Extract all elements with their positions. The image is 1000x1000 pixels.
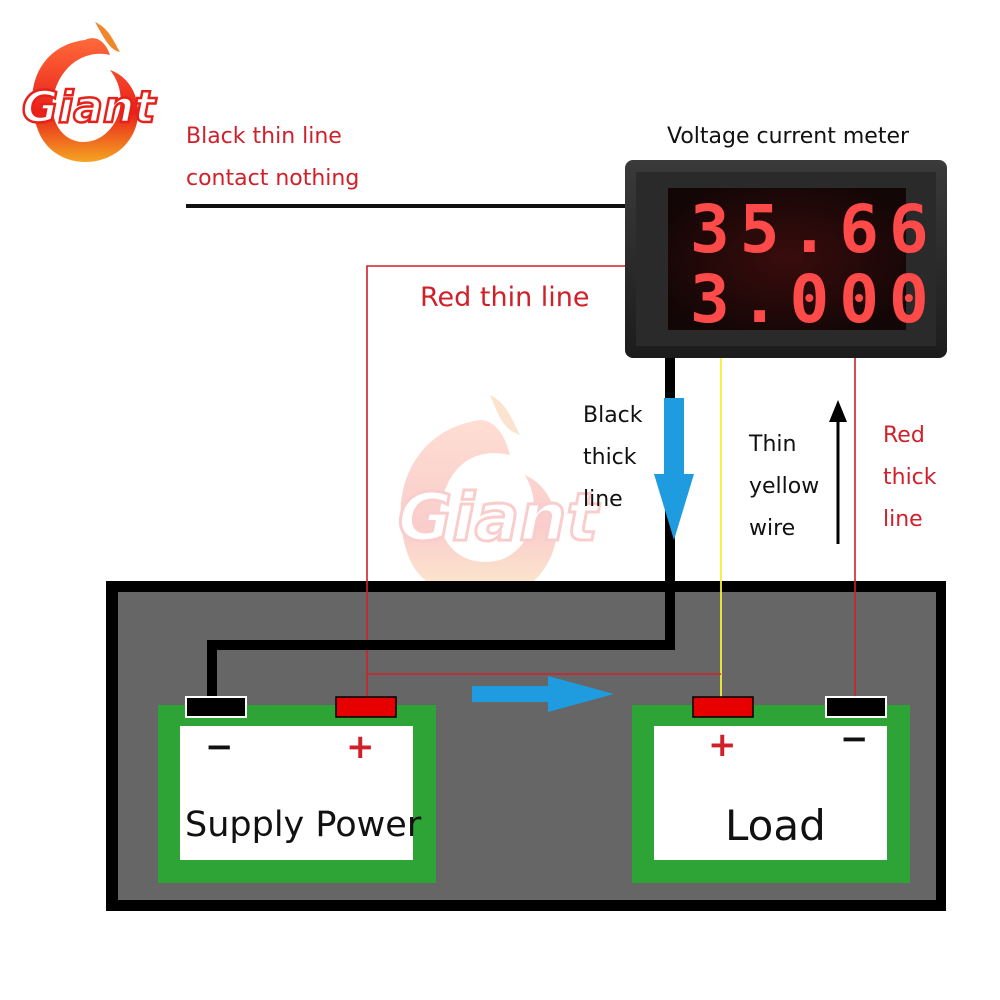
load-battery [632, 696, 910, 883]
supply-negative-sign: − [205, 727, 234, 767]
thin-yellow-wire-label-3: wire [749, 516, 796, 541]
watermark: Giant [397, 395, 602, 599]
voltage-current-meter: 35.66 3.000 [625, 160, 947, 358]
supply-power-label: Supply Power [185, 805, 422, 845]
red-thick-line-label-1: Red [883, 423, 925, 448]
giant-logo: Giant [21, 22, 158, 162]
down-arrow-icon [654, 398, 694, 540]
load-label: Load [725, 801, 826, 850]
supply-battery [158, 696, 436, 883]
red-thick-line-label-2: thick [883, 465, 937, 490]
load-positive-sign: + [708, 725, 737, 765]
meter-current-reading: 3.000 [690, 261, 939, 338]
supply-negative-terminal [185, 696, 247, 718]
load-positive-terminal [692, 696, 754, 718]
supply-positive-sign: + [346, 727, 375, 767]
black-thin-line-label-1: Black thin line [186, 124, 342, 149]
logo-swirl-icon [32, 38, 139, 162]
black-thick-line-label-1: Black [583, 403, 643, 428]
watermark-fin-icon [490, 395, 520, 435]
supply-positive-terminal [335, 696, 397, 718]
meter-voltage-reading: 35.66 [690, 191, 939, 268]
black-thick-line-label-2: thick [583, 445, 637, 470]
load-negative-sign: − [840, 719, 869, 759]
load-negative-terminal [825, 696, 887, 718]
red-thin-line-label: Red thin line [420, 282, 590, 313]
meter-title: Voltage current meter [667, 124, 910, 149]
thin-yellow-wire-label-2: yellow [749, 474, 820, 499]
logo-fin-icon [95, 22, 120, 52]
up-arrow-icon [829, 400, 847, 544]
meter-display [668, 188, 906, 330]
watermark-swirl-icon [400, 420, 557, 599]
black-thick-line-label-3: line [583, 487, 623, 512]
logo-text: Giant [22, 82, 157, 133]
red-thin-line [366, 265, 625, 698]
right-arrow-icon [472, 676, 614, 712]
thin-yellow-wire-label-1: Thin [749, 432, 797, 457]
black-thin-line-label-2: contact nothing [186, 166, 360, 191]
red-thick-line-label-3: line [883, 507, 923, 532]
watermark-text: Giant [398, 479, 600, 556]
